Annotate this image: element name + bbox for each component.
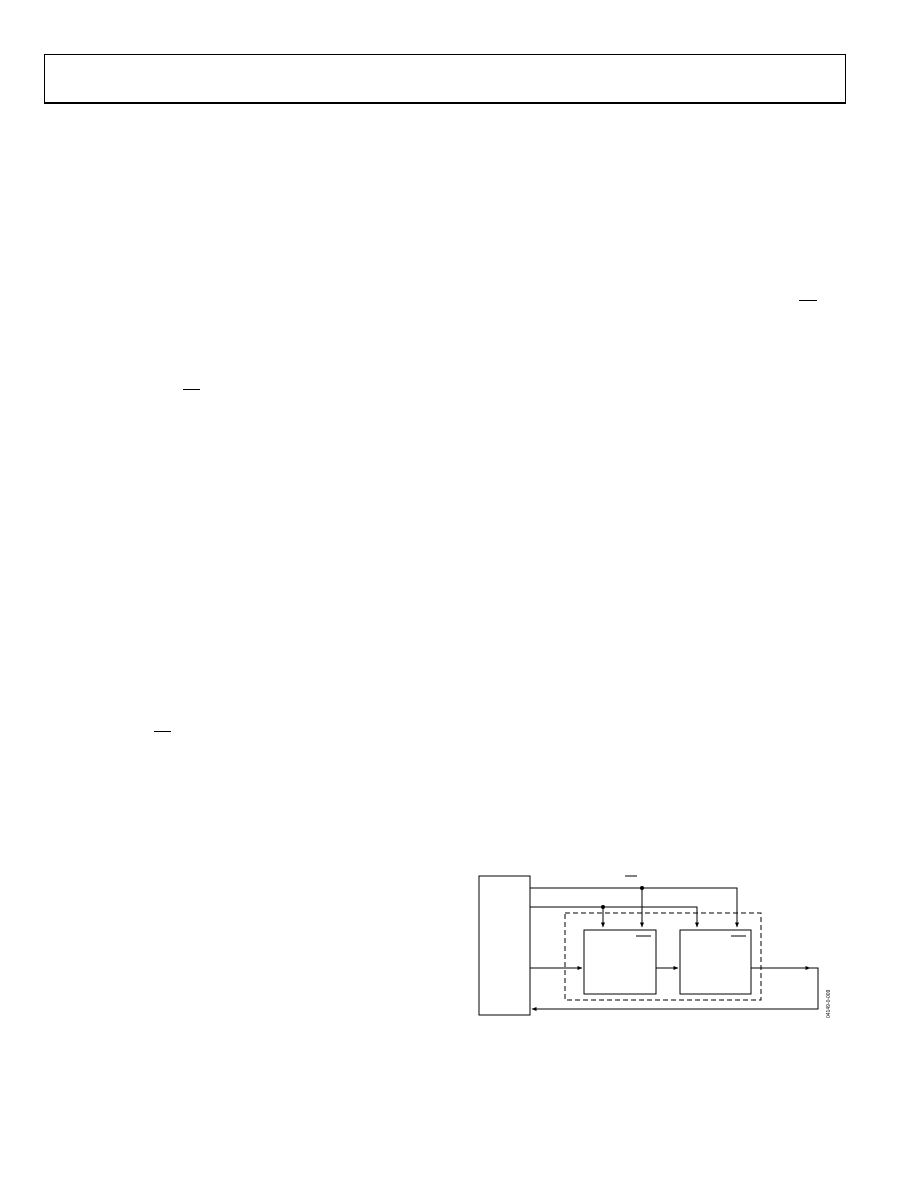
junction-dot-2 <box>601 905 605 909</box>
dashed-enclosure <box>564 912 762 1001</box>
controller-block <box>478 875 531 1016</box>
return-line <box>531 967 819 1011</box>
daisy-chain-block-diagram: 04149-0-009 <box>470 866 840 1026</box>
junction-dot-1 <box>640 886 644 890</box>
overbar-mark-2 <box>183 389 200 390</box>
overbar-mark-3 <box>154 731 171 732</box>
figure-id-label: 04149-0-009 <box>826 989 832 1018</box>
device-block-2 <box>679 929 752 995</box>
bus-line-second <box>530 906 699 928</box>
overbar-mark-1 <box>799 300 817 301</box>
bus-line-top <box>530 887 739 928</box>
device-block-1 <box>583 929 657 995</box>
diagram-svg: 04149-0-009 <box>478 875 832 1018</box>
page-header-box <box>44 54 846 104</box>
